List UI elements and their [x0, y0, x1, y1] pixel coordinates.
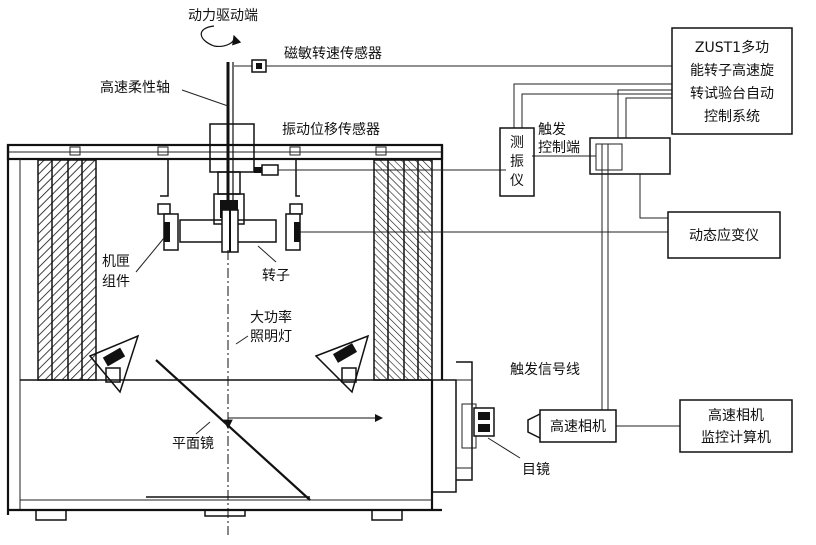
label-lamp-2: 照明灯: [250, 329, 292, 345]
control-system-line-2: 能转子高速旋: [690, 62, 774, 79]
vibrometer-box: 测 振 仪: [499, 127, 535, 197]
vibrometer-line-3: 仪: [510, 173, 524, 189]
casing-brackets: [157, 159, 303, 251]
label-eyepiece: 目镜: [522, 462, 550, 478]
control-system-line-3: 转试验台自动: [690, 86, 774, 102]
computer-line-1: 高速相机: [708, 407, 764, 424]
chamber-frame: [6, 143, 444, 521]
label-rotor: 转子: [262, 268, 290, 284]
side-flange: [431, 361, 477, 493]
left-lamp: [88, 334, 140, 394]
label-trigger-control-1: 触发: [538, 122, 566, 138]
label-trigger-control-2: 控制端: [538, 140, 580, 156]
control-system-box: ZUST1多功 能转子高速旋 转试验台自动 控制系统: [671, 27, 793, 135]
control-system-line-4: 控制系统: [704, 109, 760, 125]
camera-label: 高速相机: [550, 418, 606, 435]
label-flexible-shaft: 高速柔性轴: [100, 79, 170, 96]
plane-mirror: [155, 359, 311, 501]
vibrometer-line-2: 振: [510, 154, 524, 170]
vibrometer-line-1: 测: [510, 135, 524, 151]
label-drive-end: 动力驱动端: [188, 8, 258, 24]
computer-line-2: 监控计算机: [701, 430, 771, 446]
leader-lines: [135, 89, 521, 459]
right-lamp: [314, 334, 370, 394]
flexible-shaft: [209, 62, 255, 225]
label-vibration-sensor: 振动位移传感器: [282, 121, 380, 138]
label-casing-1: 机匣: [102, 254, 130, 270]
optical-path: [223, 250, 383, 535]
eyepiece-icon: [473, 407, 495, 437]
control-system-line-1: ZUST1多功: [695, 39, 769, 56]
strain-meter-label: 动态应变仪: [689, 227, 759, 244]
label-lamp-1: 大功率: [250, 309, 292, 326]
computer-box: 高速相机 监控计算机: [679, 399, 793, 453]
signal-wires: [266, 65, 680, 427]
label-casing-2: 组件: [102, 274, 130, 290]
camera-box: 高速相机: [527, 409, 617, 443]
label-trigger-signal: 触发信号线: [510, 362, 580, 378]
right-insulation-block: [373, 159, 433, 381]
rotation-arrow: [200, 25, 242, 47]
rotor-disk: [179, 209, 277, 253]
label-magnetic-sensor: 磁敏转速传感器: [284, 45, 382, 62]
label-mirror: 平面镜: [172, 436, 214, 452]
magnetic-speed-sensor: [234, 59, 267, 73]
strain-meter-box: 动态应变仪: [667, 211, 781, 259]
left-insulation-block: [37, 159, 97, 381]
